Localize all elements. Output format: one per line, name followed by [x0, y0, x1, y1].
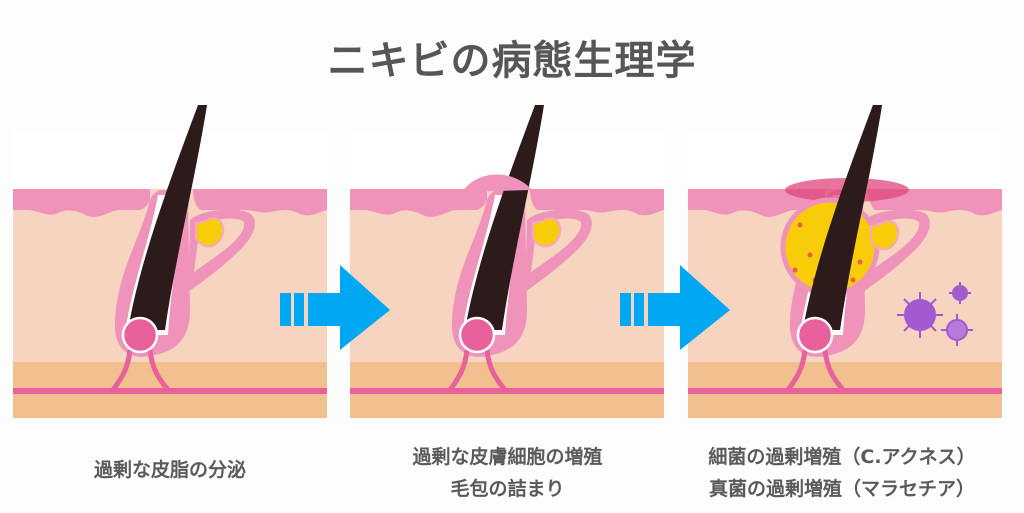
- sebum-blob: [194, 217, 225, 248]
- caption-stage-1: 過剰な皮脂の分泌: [13, 454, 327, 486]
- page-title: ニキビの病態生理学: [327, 38, 697, 84]
- sebum-blob: [869, 220, 900, 251]
- panel-clogging: [350, 105, 664, 418]
- caption-line: 過剰な皮脂の分泌: [93, 459, 246, 481]
- sebum-blob: [531, 217, 562, 248]
- panel-inflammation: [688, 105, 1002, 418]
- panel-sebum: [13, 105, 327, 418]
- caption-stage-3: 細菌の過剰増殖（C.アクネス） 真菌の過剰増殖（マラセチア）: [672, 441, 1012, 505]
- caption-line: 真菌の過剰増殖（マラセチア）: [708, 478, 975, 500]
- clog-bump: [462, 174, 532, 192]
- caption-line: 過剰な皮膚細胞の増殖: [412, 446, 603, 468]
- bacteria-icon: [897, 282, 973, 346]
- caption-line: 細菌の過剰増殖（C.アクネス）: [708, 446, 976, 468]
- caption-line: 毛包の詰まり: [450, 478, 565, 500]
- caption-stage-2: 過剰な皮膚細胞の増殖 毛包の詰まり: [350, 441, 665, 505]
